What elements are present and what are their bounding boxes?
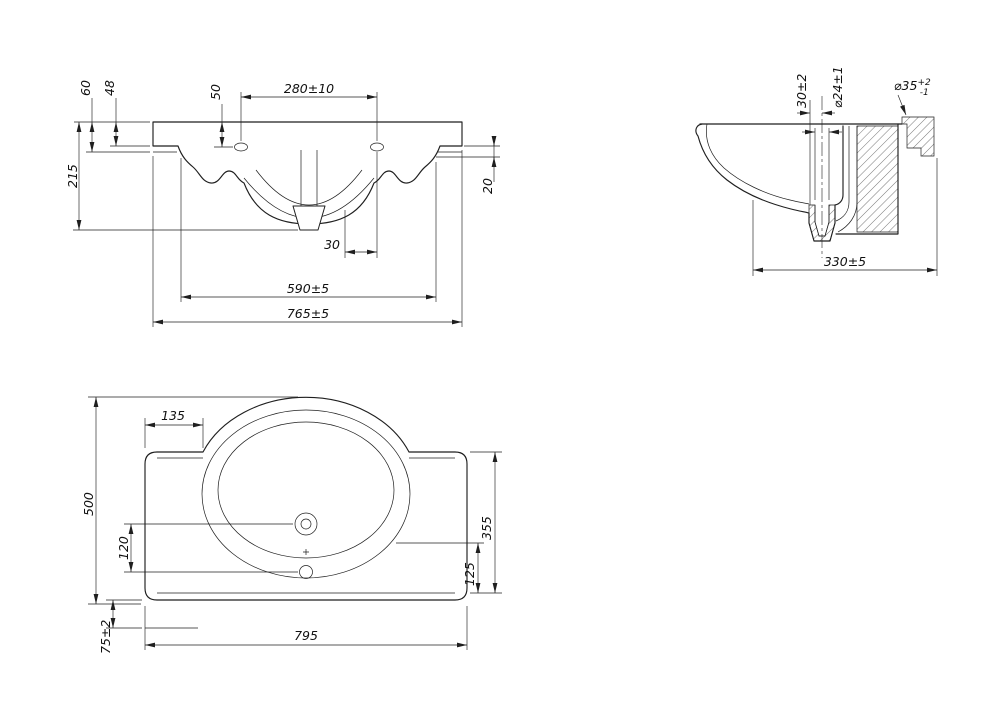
plan-faucet-hole — [294, 512, 318, 536]
dim-label-front-765: 765±5 — [287, 306, 329, 321]
dim-label-side-330: 330±5 — [824, 254, 866, 269]
dim-label-front-48: 48 — [102, 80, 117, 96]
dim-label-front-50: 50 — [208, 84, 223, 100]
plan-bowl-opening — [217, 421, 395, 559]
front-drain — [292, 205, 326, 231]
front-dimensions: 60 48 215 50 20 280±10 30 590±5 765±5 — [65, 80, 500, 327]
side-drain-section — [808, 204, 836, 242]
plan-center-mark — [303, 549, 309, 555]
dim-label-front-60: 60 — [78, 80, 93, 96]
dim-label-front-30: 30 — [324, 237, 340, 252]
front-view: 60 48 215 50 20 280±10 30 590±5 765±5 — [65, 80, 500, 327]
plan-bowl-rim — [201, 409, 411, 579]
dim-label-front-590: 590±5 — [287, 281, 329, 296]
dim-label-plan-795: 795 — [294, 628, 318, 643]
dim-label-plan-500: 500 — [81, 492, 96, 516]
plan-view: 135 500 120 75±2 795 355 — [81, 396, 502, 654]
side-view: 330±5 30±2 ⌀24±1 ⌀35+2-1 — [695, 66, 938, 276]
dim-label-side-24: ⌀24±1 — [830, 66, 845, 108]
front-bowl-inner-arc — [255, 169, 363, 206]
side-dimensions: 330±5 30±2 ⌀24±1 ⌀35+2-1 — [752, 66, 938, 276]
dim-label-side-30: 30±2 — [794, 74, 809, 108]
plan-sink-outline — [144, 396, 468, 629]
dim-label-front-280: 280±10 — [284, 81, 334, 96]
dim-label-front-20: 20 — [480, 178, 495, 194]
side-wall-bracket — [901, 116, 935, 157]
side-bowl-inner-line — [706, 123, 810, 205]
front-sink-outline — [152, 121, 463, 231]
dim-label-plan-125: 125 — [462, 562, 477, 586]
front-faucet-hole-left — [234, 142, 248, 152]
dim-label-plan-120: 120 — [116, 536, 131, 560]
side-section-outline — [695, 96, 935, 258]
dim-label-side-tap-hole: ⌀35+2-1 — [894, 78, 931, 98]
dim-label-front-215: 215 — [65, 164, 80, 188]
plan-drain-hole — [299, 565, 313, 579]
dim-label-plan-135: 135 — [161, 408, 185, 423]
side-hatch-column — [856, 125, 899, 233]
dim-label-plan-355: 355 — [479, 516, 494, 540]
dim-label-plan-75: 75±2 — [98, 620, 113, 654]
front-faucet-hole-right — [370, 142, 384, 152]
plan-dimensions: 135 500 120 75±2 795 355 — [81, 396, 502, 654]
